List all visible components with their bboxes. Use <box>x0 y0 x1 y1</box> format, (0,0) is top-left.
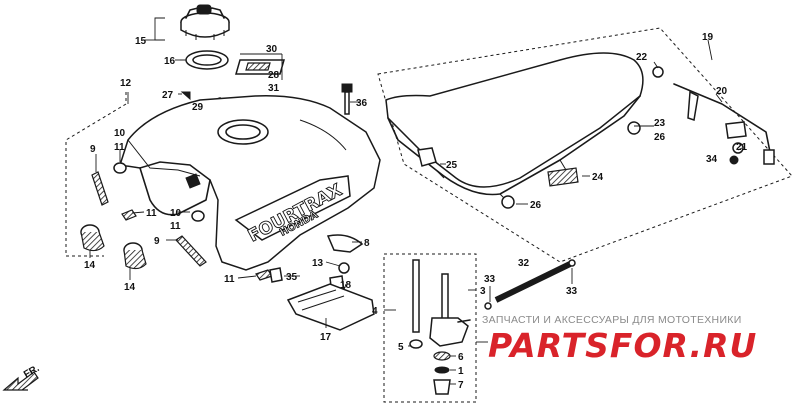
fuel-hose-clamp-8 <box>326 234 364 253</box>
seat-group-outline <box>377 27 793 263</box>
seat <box>385 52 644 203</box>
fuel-cock-group-outline <box>383 253 477 403</box>
callout-5: 5 <box>398 342 404 353</box>
callout-3: 3 <box>480 286 486 297</box>
mount-rubber-14a <box>80 224 105 252</box>
washer-13 <box>338 262 350 274</box>
rubber-10a <box>113 162 127 174</box>
shop-logo-parts: PARTS <box>488 326 610 365</box>
callout-30: 30 <box>266 44 278 55</box>
callout-22: 22 <box>636 52 648 63</box>
fuel-hose-32 <box>495 263 571 301</box>
shop-logo-for: FOR <box>609 326 690 365</box>
callout-12: 12 <box>120 78 132 89</box>
callout-10a: 10 <box>114 128 126 139</box>
callout-19: 19 <box>702 32 714 43</box>
fuel-cap-gasket <box>185 50 229 70</box>
callout-1: 1 <box>458 366 464 377</box>
callout-33b: 33 <box>566 286 578 297</box>
callout-15: 15 <box>135 36 147 47</box>
callout-16: 16 <box>164 56 176 67</box>
callout-4: 4 <box>372 306 378 317</box>
fuel-cock <box>409 259 471 395</box>
callout-10b: 10 <box>170 208 182 219</box>
hose-clip-33b <box>568 259 576 267</box>
callout-26a: 26 <box>530 200 542 211</box>
callout-11a: 11 <box>114 142 125 153</box>
bracket-15 <box>154 17 165 41</box>
callout-8: 8 <box>364 238 370 249</box>
callout-7: 7 <box>458 380 464 391</box>
callouts: 15 16 30 28 31 12 27 29 10 11 9 11 10 11… <box>84 32 748 391</box>
rubber-strip-9b <box>175 235 207 267</box>
seat-stopper-24 <box>547 167 579 187</box>
callout-31: 31 <box>268 83 280 94</box>
stay-17 <box>286 283 375 331</box>
bolt-36 <box>341 83 353 115</box>
shop-logo-tld: .RU <box>689 326 758 365</box>
front-label: FR. <box>22 363 42 381</box>
hose-clip-33a <box>484 302 492 310</box>
fuel-tank <box>119 95 381 271</box>
callout-11d: 11 <box>224 274 235 285</box>
callout-11b: 11 <box>146 208 157 219</box>
clip-11a <box>121 209 137 221</box>
shop-logo: PARTSFOR.RU <box>488 326 784 365</box>
callout-13: 13 <box>312 258 324 269</box>
callout-29: 29 <box>192 102 204 113</box>
nut-26b <box>627 121 641 135</box>
collar-22 <box>652 66 664 78</box>
callout-32: 32 <box>518 258 530 269</box>
callout-35: 35 <box>286 272 298 283</box>
fuel-cap <box>180 4 230 40</box>
callout-23: 23 <box>654 118 666 129</box>
callout-18: 18 <box>340 280 352 291</box>
callout-28: 28 <box>268 70 280 81</box>
callout-17: 17 <box>320 332 332 343</box>
front-direction-arrow <box>2 371 39 391</box>
rubber-10b <box>191 210 205 222</box>
mount-rubber-14b <box>123 242 147 270</box>
rubber-strip-9a <box>91 171 109 206</box>
callout-14b: 14 <box>124 282 136 293</box>
callout-2: 2 <box>492 338 498 349</box>
callout-6: 6 <box>458 352 464 363</box>
group-outline-12 <box>65 92 127 256</box>
callout-26b: 26 <box>654 132 666 143</box>
callout-33a: 33 <box>484 274 496 285</box>
shop-banner-text: ЗАПЧАСТИ И АКСЕССУАРЫ ДЛЯ МОТОТЕХНИКИ <box>482 314 742 326</box>
callout-20: 20 <box>716 86 728 97</box>
callout-36: 36 <box>356 98 368 109</box>
callout-27: 27 <box>162 90 174 101</box>
callout-21: 21 <box>736 142 748 153</box>
callout-24: 24 <box>592 172 604 183</box>
leader-lines <box>89 39 743 385</box>
seat-bracket-25 <box>417 147 437 167</box>
clip-27 <box>180 91 191 101</box>
callout-14a: 14 <box>84 260 96 271</box>
bolt-35 <box>269 267 283 283</box>
callout-25: 25 <box>446 160 458 171</box>
emblem-set <box>235 59 285 75</box>
nut-26a <box>501 195 515 209</box>
callout-11c: 11 <box>170 221 181 232</box>
callout-9b: 9 <box>154 236 160 247</box>
callout-9a: 9 <box>90 144 96 155</box>
seat-lock-20 <box>673 83 775 165</box>
callout-34: 34 <box>706 154 718 165</box>
